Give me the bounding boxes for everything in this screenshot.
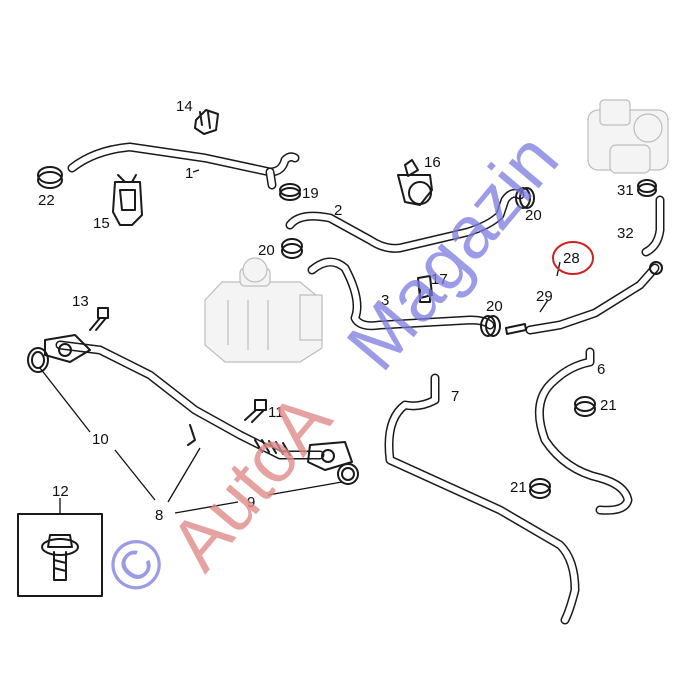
label-17: 17 — [431, 271, 448, 288]
pipe-28 — [525, 261, 663, 335]
clamp-22 — [37, 166, 63, 189]
label-22: 22 — [38, 192, 55, 209]
hose-7 — [384, 373, 580, 625]
watermark: © AutoA Magazin — [90, 118, 574, 610]
pipe-8 — [44, 334, 353, 471]
clamp-21-upper — [574, 396, 596, 417]
label-13: 13 — [72, 293, 89, 310]
label-3: 3 — [381, 292, 389, 309]
bracket-15 — [112, 174, 143, 226]
label-12: 12 — [52, 483, 69, 500]
clamp-20-lower — [480, 315, 501, 337]
label-14: 14 — [176, 98, 193, 115]
throttle-body — [587, 99, 669, 174]
gasket-9 — [337, 463, 359, 485]
label-16: 16 — [424, 154, 441, 171]
label-6: 6 — [597, 361, 605, 378]
label-29: 29 — [536, 288, 553, 305]
sensor-17 — [417, 275, 433, 303]
flexible-section-8 — [254, 439, 291, 456]
bolt-11 — [244, 399, 267, 423]
label-1: 1 — [185, 165, 193, 182]
hose-32 — [641, 195, 665, 257]
callout-labels: 1 2 3 6 7 8 9 10 11 12 13 14 15 16 17 19… — [38, 98, 634, 524]
label-20-left: 20 — [258, 242, 275, 259]
hose-6 — [534, 347, 633, 515]
clamp-19 — [279, 183, 301, 201]
label-8: 8 — [155, 507, 163, 524]
gasket-10 — [27, 347, 49, 373]
watermark-brand-b: Magazin — [331, 118, 574, 386]
label-28: 28 — [563, 250, 580, 267]
leader-lines — [39, 169, 561, 514]
label-2: 2 — [334, 202, 342, 219]
label-9: 9 — [247, 494, 255, 511]
hose-2 — [285, 188, 525, 253]
clamp-31 — [637, 179, 657, 197]
clamp-20-upper-right — [515, 187, 535, 209]
hose-3 — [307, 257, 495, 331]
label-19: 19 — [302, 185, 319, 202]
clamp-21-lower — [529, 478, 551, 499]
label-31: 31 — [617, 182, 634, 199]
connector-29 — [505, 323, 527, 335]
bolt-13 — [89, 307, 109, 331]
label-20-upper: 20 — [525, 207, 542, 224]
label-32: 32 — [617, 225, 634, 242]
label-21-lower: 21 — [510, 479, 527, 496]
label-7: 7 — [451, 388, 459, 405]
label-21-upper: 21 — [600, 397, 617, 414]
label-11: 11 — [268, 404, 284, 421]
inset-12 — [17, 513, 103, 597]
highlight-ring-28 — [552, 241, 594, 275]
label-15: 15 — [93, 215, 110, 232]
label-20-lower: 20 — [486, 298, 503, 315]
label-10: 10 — [92, 431, 109, 448]
connector-16 — [397, 159, 433, 206]
clamp-20-left — [281, 238, 303, 259]
expansion-tank — [204, 257, 323, 363]
watermark-brand-a: AutoA — [154, 377, 348, 585]
hose-1 — [67, 142, 300, 190]
clip-14 — [194, 109, 219, 135]
